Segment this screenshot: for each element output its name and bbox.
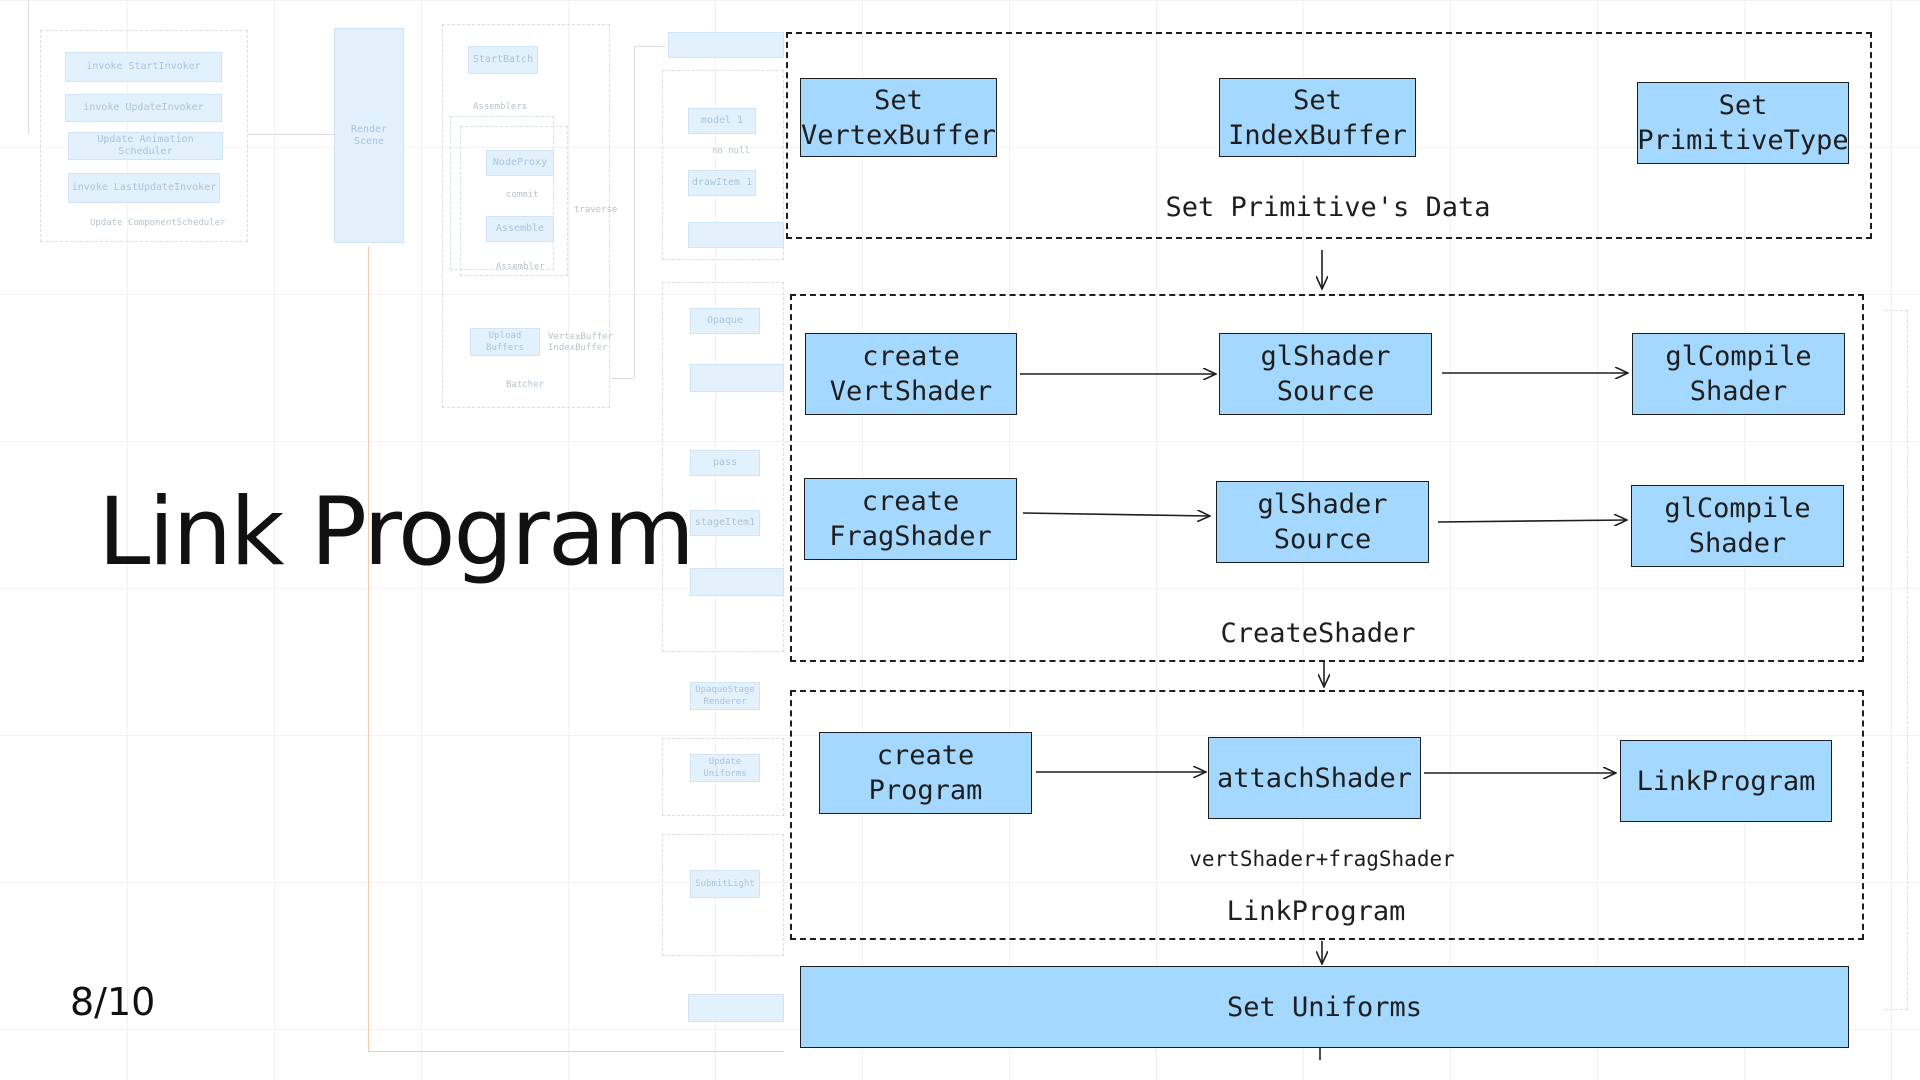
node-create-vert-shader[interactable]: create VertShader — [805, 333, 1017, 415]
bg-node: model 1 — [688, 108, 756, 134]
bg-label: Assemblers — [473, 102, 528, 112]
node-create-program[interactable]: create Program — [819, 732, 1032, 814]
bg-group-models — [662, 70, 784, 260]
bg-group-batcher — [442, 24, 610, 408]
node-set-index-buffer[interactable]: Set IndexBuffer — [1219, 78, 1416, 157]
bg-node: invoke UpdateInvoker — [65, 94, 222, 122]
bg-node: Opaque — [690, 308, 760, 334]
bg-connector — [610, 378, 634, 379]
node-attach-shader[interactable]: attachShader — [1208, 737, 1421, 819]
node-create-frag-shader[interactable]: create FragShader — [804, 478, 1017, 560]
node-gl-shader-source-vert[interactable]: glShader Source — [1219, 333, 1432, 415]
node-gl-shader-source-frag[interactable]: glShader Source — [1216, 481, 1429, 563]
node-set-uniforms[interactable]: Set Uniforms — [800, 966, 1849, 1048]
slide-title: Link Program — [98, 478, 695, 587]
node-gl-compile-shader-frag[interactable]: glCompile Shader — [1631, 485, 1844, 567]
bg-node: drawItem 1 — [688, 170, 756, 196]
bg-node-blank — [668, 32, 784, 58]
bg-label: no null — [712, 146, 750, 156]
bg-node: Render Scene — [334, 28, 404, 243]
bg-group-assemblers — [450, 116, 554, 270]
bg-node: stageItem1 — [690, 510, 760, 536]
bg-group-opaque — [662, 282, 784, 652]
group-label-create-shader: CreateShader — [1220, 618, 1416, 649]
bg-node: OpaqueStage Renderer — [690, 682, 760, 710]
arrow-frag-create-to-source — [1022, 513, 1210, 516]
bg-connector — [634, 46, 635, 378]
bg-node: Assemble — [486, 216, 554, 242]
bg-orange-connector — [368, 1051, 784, 1052]
bg-node: Update Animation Scheduler — [68, 132, 223, 160]
bg-node: pass — [690, 450, 760, 476]
bg-orange-connector — [368, 246, 369, 1052]
node-set-vertex-buffer[interactable]: Set VertexBuffer — [800, 78, 997, 157]
bg-group-edge — [1884, 310, 1908, 1010]
bg-connector — [248, 134, 334, 135]
node-link-program[interactable]: LinkProgram — [1620, 740, 1832, 822]
bg-label: Assembler — [496, 262, 545, 272]
link-note: vertShader+fragShader — [1189, 847, 1455, 871]
bg-node: NodeProxy — [486, 150, 554, 176]
bg-node-blank — [688, 222, 784, 248]
bg-node-blank — [690, 364, 784, 392]
bg-group-update — [40, 30, 248, 242]
page-number: 8/10 — [70, 980, 156, 1024]
group-label-link-program: LinkProgram — [1226, 896, 1406, 927]
group-set-primitive-data — [786, 32, 1872, 239]
node-set-primitive-type[interactable]: Set PrimitiveType — [1637, 82, 1849, 164]
group-create-shader — [790, 294, 1864, 662]
group-link-program — [790, 690, 1864, 940]
bg-node: invoke StartInvoker — [65, 52, 222, 82]
bg-connector — [634, 46, 666, 47]
bg-label: Update ComponentScheduler — [90, 218, 226, 228]
bg-group-uniforms — [662, 738, 784, 816]
bg-node: Upload Buffers — [470, 328, 540, 356]
bg-group-light — [662, 834, 784, 956]
bg-node: SubmitLight — [690, 870, 760, 898]
bg-label: Batcher — [506, 380, 544, 390]
bg-node: Update Uniforms — [690, 754, 760, 782]
group-label-primitive: Set Primitive's Data — [1165, 192, 1491, 223]
bg-group-assembler — [460, 126, 568, 276]
bg-connector — [28, 0, 29, 134]
bg-label: commit — [506, 190, 539, 200]
node-gl-compile-shader-vert[interactable]: glCompile Shader — [1632, 333, 1845, 415]
bg-label: traverse — [574, 205, 618, 215]
bg-node: invoke LastUpdateInvoker — [68, 173, 220, 203]
bg-label: VertexBuffer IndexBuffer — [548, 332, 614, 353]
bg-node: StartBatch — [468, 46, 538, 74]
bg-node-blank — [690, 568, 784, 596]
arrow-frag-source-to-compile — [1437, 520, 1627, 522]
bg-node-blank — [688, 994, 784, 1022]
